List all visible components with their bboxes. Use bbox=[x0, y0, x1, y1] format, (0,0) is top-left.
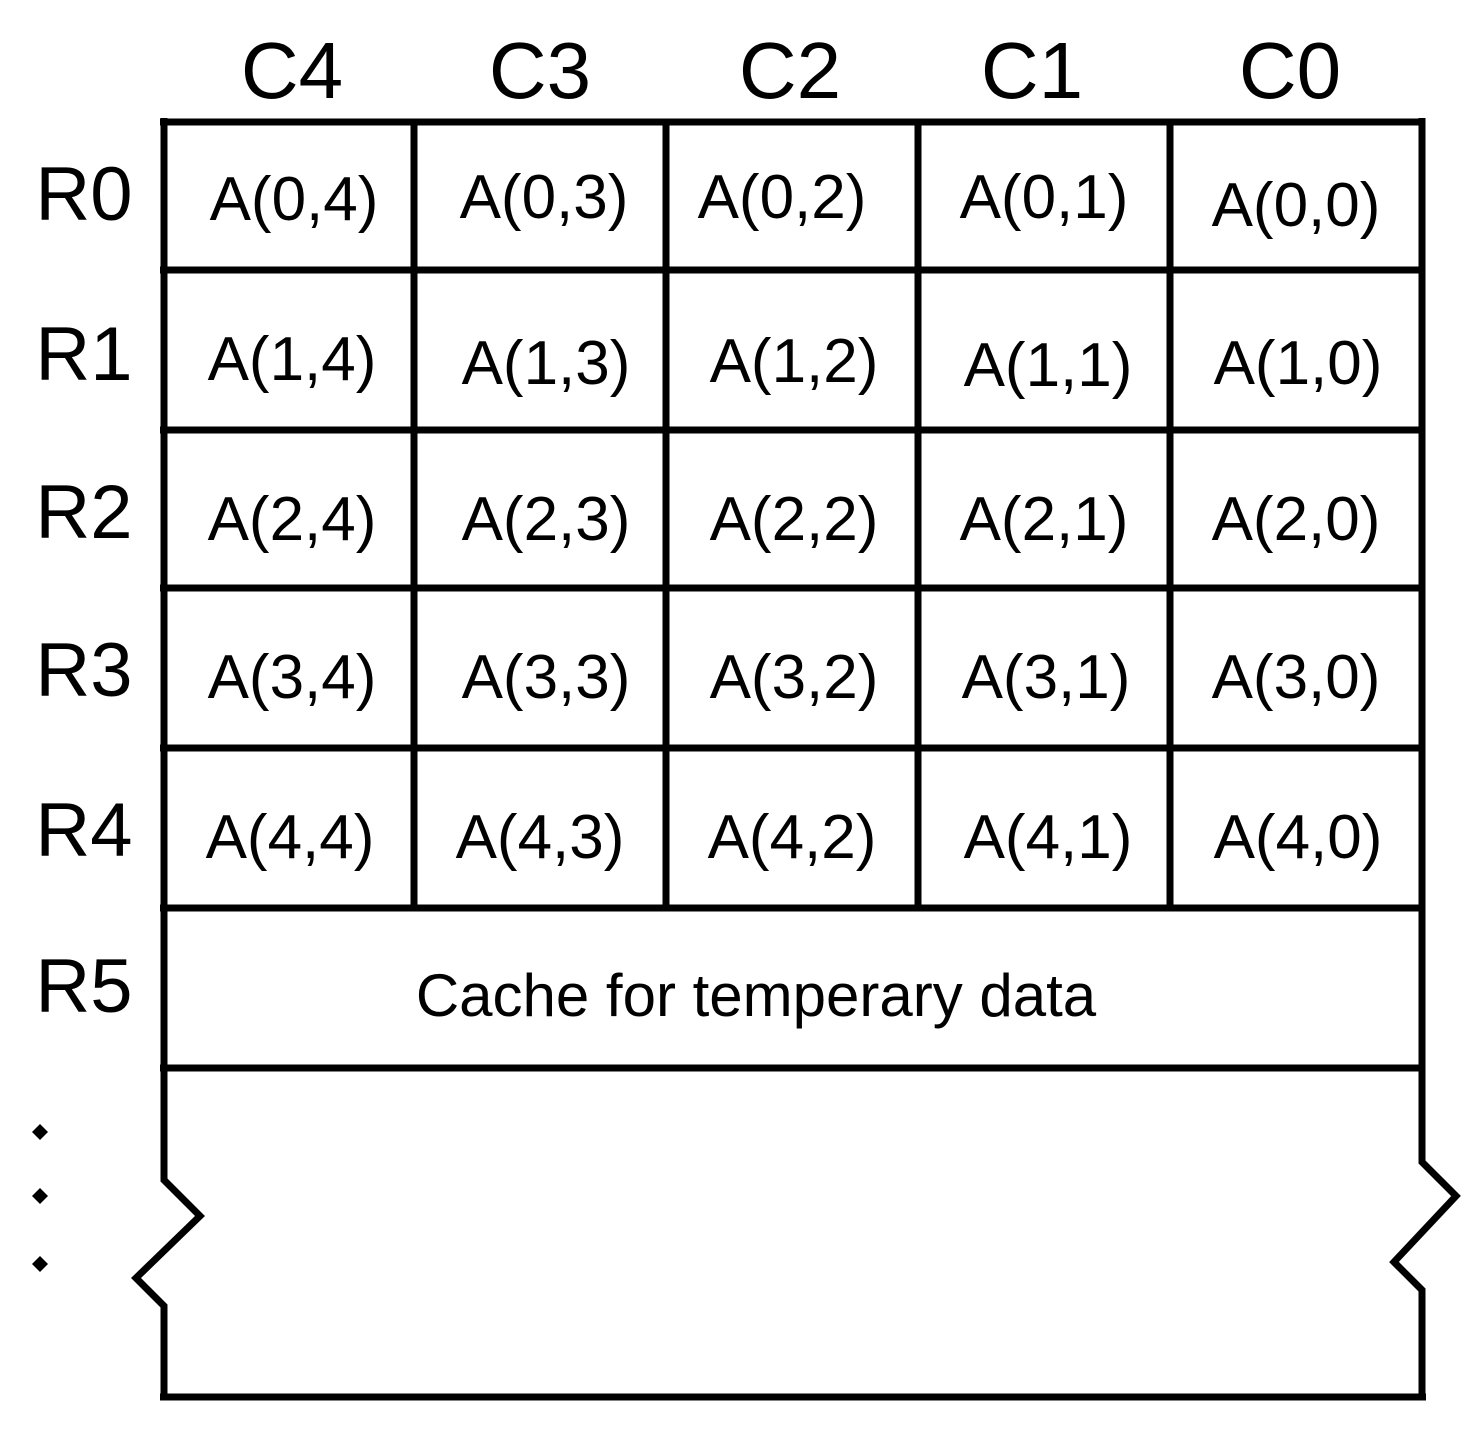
cell-a-0-1: A(0,1) bbox=[960, 163, 1129, 232]
cell-a-0-4: A(0,4) bbox=[210, 165, 379, 234]
cell-a-1-1: A(1,1) bbox=[964, 331, 1133, 400]
column-header-c2: C2 bbox=[739, 26, 841, 115]
cell-a-4-1: A(4,1) bbox=[964, 803, 1133, 872]
row-header-r0: R0 bbox=[35, 152, 132, 237]
row-header-r1: R1 bbox=[35, 312, 132, 397]
cell-a-3-3: A(3,3) bbox=[462, 643, 631, 712]
cell-a-1-3: A(1,3) bbox=[462, 329, 631, 398]
cell-a-1-4: A(1,4) bbox=[208, 325, 377, 394]
cell-a-2-2: A(2,2) bbox=[710, 485, 879, 554]
cell-a-4-0: A(4,0) bbox=[1214, 803, 1383, 872]
vertical-ellipsis-icon bbox=[32, 1124, 48, 1272]
cell-a-3-1: A(3,1) bbox=[962, 643, 1131, 712]
matrix-cells: A(0,4) A(0,3) A(0,2) A(0,1) A(0,0) A(1,4… bbox=[206, 163, 1383, 872]
row-header-r5: R5 bbox=[35, 944, 132, 1029]
left-boundary-with-break bbox=[131, 118, 205, 1400]
column-header-c4: C4 bbox=[241, 26, 343, 115]
cell-a-3-2: A(3,2) bbox=[710, 643, 879, 712]
column-header-c3: C3 bbox=[489, 26, 591, 115]
cell-a-0-3: A(0,3) bbox=[460, 163, 629, 232]
ellipsis-dot-2 bbox=[32, 1188, 48, 1204]
ellipsis-dot-1 bbox=[32, 1124, 48, 1140]
cell-a-3-0: A(3,0) bbox=[1212, 643, 1381, 712]
cell-a-4-3: A(4,3) bbox=[456, 803, 625, 872]
cell-a-1-0: A(1,0) bbox=[1214, 329, 1383, 398]
cell-a-4-4: A(4,4) bbox=[206, 803, 375, 872]
ellipsis-dot-3 bbox=[32, 1256, 48, 1272]
column-header-c0: C0 bbox=[1239, 26, 1341, 115]
column-headers: C4 C3 C2 C1 C0 bbox=[241, 26, 1341, 115]
cell-a-3-4: A(3,4) bbox=[208, 643, 377, 712]
row-header-r3: R3 bbox=[35, 628, 132, 713]
cell-a-2-3: A(2,3) bbox=[462, 485, 631, 554]
cell-a-2-0: A(2,0) bbox=[1212, 485, 1381, 554]
cell-a-1-2: A(1,2) bbox=[710, 327, 879, 396]
column-header-c1: C1 bbox=[981, 26, 1083, 115]
row-header-r2: R2 bbox=[35, 470, 132, 555]
memory-block-outline bbox=[131, 118, 1461, 1401]
cell-a-0-2: A(0,2) bbox=[698, 163, 867, 232]
cache-row-label: Cache for temperary data bbox=[416, 962, 1097, 1029]
cell-a-2-4: A(2,4) bbox=[208, 485, 377, 554]
cell-a-4-2: A(4,2) bbox=[708, 803, 877, 872]
cell-a-0-0: A(0,0) bbox=[1212, 171, 1381, 240]
cell-a-2-1: A(2,1) bbox=[960, 485, 1129, 554]
right-boundary-with-break bbox=[1389, 118, 1461, 1400]
row-header-r4: R4 bbox=[35, 788, 132, 873]
row-headers: R0 R1 R2 R3 R4 R5 bbox=[35, 152, 132, 1029]
matrix-grid bbox=[160, 118, 1424, 1072]
